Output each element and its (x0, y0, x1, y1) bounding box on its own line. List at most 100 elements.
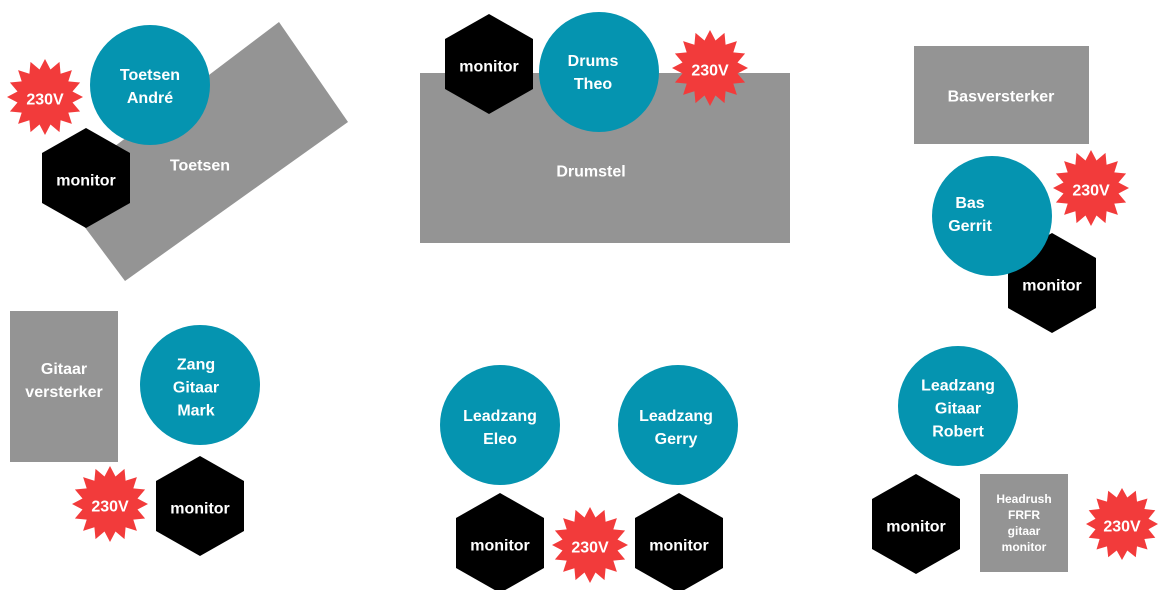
power-lead-label: 230V (571, 540, 609, 557)
label-line: Theo (574, 76, 612, 93)
musician-eleo-circle (440, 365, 560, 485)
musician-andre-circle (90, 25, 210, 145)
power-drums-starburst (672, 30, 748, 106)
power-drums: 230V (672, 30, 748, 106)
power-bass-label: 230V (1072, 183, 1110, 200)
monitor-mark-hexagon (156, 456, 244, 556)
power-robert-label: 230V (1103, 519, 1141, 536)
monitor-drums: monitor (445, 14, 533, 114)
power-robert-starburst (1086, 488, 1158, 560)
monitor-eleo-hexagon (456, 493, 544, 590)
label-line: Leadzang (639, 408, 713, 425)
bass-amp-label: Basversterker (948, 89, 1055, 106)
power-robert: 230V (1086, 488, 1158, 560)
label-line: Gitaar (935, 401, 981, 418)
monitor-mark-label: monitor (170, 501, 230, 518)
label-line: 230V (26, 92, 64, 109)
label-line: monitor (1002, 540, 1047, 554)
monitor-mark: monitor (156, 456, 244, 556)
monitor-keys: monitor (42, 128, 130, 228)
label-line: Leadzang (921, 378, 995, 395)
musician-theo-circle (539, 12, 659, 132)
label-line: monitor (56, 173, 116, 190)
label-line: Bas (955, 195, 984, 212)
keys-gear: Toetsen (57, 22, 348, 281)
musician-gerrit-circle (932, 156, 1052, 276)
label-line: Toetsen (170, 158, 230, 175)
musician-gerry-circle (618, 365, 738, 485)
label-line: FRFR (1008, 508, 1040, 522)
power-bass: 230V (1053, 150, 1129, 226)
monitor-gerry-hexagon (635, 493, 723, 590)
label-line: 230V (1072, 183, 1110, 200)
label-line: Drumstel (556, 164, 625, 181)
musician-mark-circle (140, 325, 260, 445)
monitor-keys-hexagon (42, 128, 130, 228)
monitor-bass-label: monitor (1022, 278, 1082, 295)
label-line: versterker (25, 384, 102, 401)
monitor-drums-label: monitor (459, 59, 519, 76)
monitor-eleo-label: monitor (470, 538, 530, 555)
power-mark: 230V (72, 466, 148, 542)
guitar-amp-gear: Gitaar versterker (10, 311, 118, 462)
label-line: monitor (886, 519, 946, 536)
musician-robert-circle (898, 346, 1018, 466)
label-line: monitor (170, 501, 230, 518)
label-line: 230V (571, 540, 609, 557)
monitor-robert-hexagon (872, 474, 960, 574)
label-line: gitaar (1008, 524, 1041, 538)
label-line: Zang (177, 357, 215, 374)
monitor-robert: monitor (872, 474, 960, 574)
power-keys-label: 230V (26, 92, 64, 109)
label-line: 230V (691, 63, 729, 80)
guitar-amp-label: Gitaar versterker (25, 361, 102, 401)
label-line: Leadzang (463, 408, 537, 425)
label-line: Toetsen (120, 67, 180, 84)
label-line: monitor (649, 538, 709, 555)
label-line: Gitaar (173, 380, 219, 397)
power-mark-starburst (72, 466, 148, 542)
monitor-gerry: monitor (635, 493, 723, 590)
headrush-block (980, 474, 1068, 572)
monitor-keys-label: monitor (56, 173, 116, 190)
label-line: Headrush (996, 492, 1051, 506)
power-bass-starburst (1053, 150, 1129, 226)
monitor-gerry-label: monitor (649, 538, 709, 555)
keys-gear-block (57, 22, 348, 281)
label-line: Eleo (483, 431, 517, 448)
label-line: monitor (470, 538, 530, 555)
monitor-eleo: monitor (456, 493, 544, 590)
label-line: Mark (177, 403, 214, 420)
keys-gear-label: Toetsen (170, 158, 230, 175)
monitor-drums-hexagon (445, 14, 533, 114)
power-mark-label: 230V (91, 499, 129, 516)
label-line: Gerrit (948, 218, 992, 235)
label-line: monitor (1022, 278, 1082, 295)
label-line: monitor (459, 59, 519, 76)
label-line: 230V (1103, 519, 1141, 536)
power-lead-starburst (552, 507, 628, 583)
power-drums-label: 230V (691, 63, 729, 80)
bass-amp-block (914, 46, 1089, 144)
bass-amp-gear: Basversterker (914, 46, 1089, 144)
power-keys-starburst (7, 59, 83, 135)
label-line: Gitaar (41, 361, 87, 378)
label-line: 230V (91, 499, 129, 516)
guitar-amp-block (10, 311, 118, 462)
